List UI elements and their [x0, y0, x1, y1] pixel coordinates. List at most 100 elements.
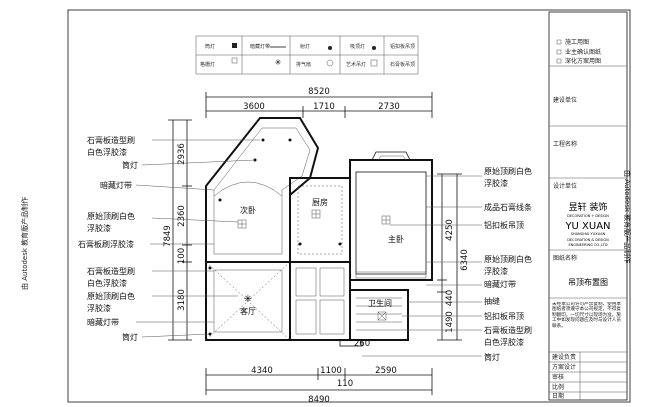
left-annotations: 石膏板造型刷 白色浮胶漆 筒灯 暗藏灯带 原始顶刷白色 浮胶漆 石膏板刷浮胶漆 …: [78, 135, 260, 342]
annotation: 成品石膏线条: [484, 202, 532, 212]
downlight-icon: [261, 138, 265, 142]
drawing-name: 吊顶布置图: [568, 277, 608, 287]
annotation: 暗藏灯带: [484, 279, 516, 289]
drawing-frame: [67, 9, 631, 403]
dim-right-total: 6340: [460, 249, 470, 271]
checkbox-icon: [556, 58, 562, 64]
fixtures: ✳: [208, 138, 391, 336]
chandelier-icon: ✳: [244, 294, 252, 305]
legend-label: 排气扇: [296, 61, 311, 68]
annotation: 暗藏灯带: [87, 317, 119, 327]
downlight-icon: [338, 242, 342, 246]
company-sub: DECORATION & DESIGN: [567, 238, 609, 242]
row-label: 日期: [552, 392, 564, 400]
floor-plan: [205, 117, 433, 347]
annotation: 原始顶刷白色: [87, 291, 135, 301]
project-label: 工程名称: [553, 140, 577, 148]
annotation: 原始顶刷白色: [87, 211, 135, 221]
bay-window: [371, 151, 411, 161]
legend-label: 暗藏灯带: [250, 43, 270, 50]
annotation: 筒灯: [484, 352, 500, 362]
ceiling-outline: [213, 127, 311, 255]
company-tagline: DECORATION + DESIGN: [567, 214, 609, 218]
row-label: 建设负责: [552, 353, 576, 361]
checkbox-icon: [556, 39, 562, 45]
annotation: 筒灯: [122, 160, 138, 170]
row-label: 方案设计: [552, 363, 576, 371]
annotation: 铝扣板吊顶: [484, 311, 524, 321]
legend-fan-icon: ✳: [275, 58, 282, 67]
dim-top-total: 8520: [308, 87, 330, 97]
ceiling-arc: [213, 181, 283, 197]
check-label: 业主确认图纸: [565, 48, 601, 56]
room-label-master-bedroom: 主卧: [388, 234, 404, 244]
project-name-label: 建设单位: [553, 96, 577, 104]
dim-left-seg: 2936: [177, 143, 187, 165]
dim-bottom-seg: 1100: [320, 366, 342, 376]
dim-left-seg: 3180: [177, 289, 187, 311]
annotation: 石膏板造型刷: [484, 325, 532, 335]
watermark-left: 由 Autodesk 教育版产品制作: [20, 197, 29, 290]
annotation: 浮胶漆: [87, 303, 111, 313]
dim-top-seg: 2730: [378, 102, 400, 112]
downlight-icon: [218, 198, 222, 202]
annotation: 铝扣板吊顶: [484, 220, 524, 230]
dim-right-seg: 1490: [445, 311, 455, 333]
dim-left-seg: 2360: [177, 205, 187, 227]
company-name-cn: 昱轩 装饰: [569, 201, 608, 213]
company-name-en: YU XUAN: [564, 221, 610, 232]
top-dimensions: 8520 3600 1710 2730: [205, 87, 433, 118]
checkbox-icon: [556, 49, 562, 55]
company-sub: SHANGHAI YUXUAN: [571, 232, 606, 236]
dim-top-seg: 3600: [243, 102, 265, 112]
wall-bathroom: [349, 289, 409, 341]
legend-grid-icon: [231, 57, 238, 64]
left-dimensions: 2936 2360 7849 100 3180: [163, 119, 192, 341]
row-label: 审核: [552, 373, 564, 381]
legend-label: 射灯: [300, 43, 310, 50]
bottom-dimensions: 4340 1100 2590 110 8490 260: [205, 339, 433, 405]
wall-kitchen: [289, 177, 351, 263]
company-label: 设计单位: [553, 182, 577, 190]
annotation: 原始顶刷白色: [484, 166, 532, 176]
check-label: 深化方案用图: [565, 57, 601, 65]
annotation: 原始顶刷白色: [484, 254, 532, 264]
legend-spot-icon: [328, 46, 332, 50]
legend-label: 石膏板吊顶: [390, 61, 415, 68]
legend-label: 铝扣板吊顶: [390, 43, 415, 50]
dim-bottom-seg: 2590: [375, 366, 397, 376]
downlight-icon: [208, 266, 212, 270]
room-label-living-room: 客厅: [240, 306, 256, 316]
dim-left-total: 7849: [163, 225, 173, 247]
downlight-icon: [298, 242, 302, 246]
room-label-kitchen: 厨房: [312, 197, 328, 207]
dim-left-seg: 100: [177, 248, 187, 264]
annotation: 浮胶漆: [484, 178, 508, 188]
wall-master-bedroom: [349, 159, 433, 281]
company-sub: ENGINEERING CO.,LTD: [568, 243, 607, 247]
room-label-secondary-bedroom: 次卧: [240, 205, 256, 215]
title-block-notes: 未经本公司许可严禁复制，使用本图纸者须遵守本公司规定，不得复制翻印。一切尺寸以现…: [552, 302, 621, 329]
exhaust-fan-icon: [377, 311, 387, 321]
room-label-bathroom: 卫生间: [368, 298, 392, 308]
right-dimensions: 4250 6340 440 1490: [437, 173, 470, 341]
annotation: 石膏板刷浮胶漆: [78, 239, 134, 249]
dim-bottom-seg: 4340: [251, 366, 273, 376]
annotation: 抽缝: [484, 296, 500, 306]
annotation: 暗藏灯带: [100, 180, 132, 190]
legend-box: ✳ 筒灯 格栅灯 暗藏灯带 射灯 排气扇 吸顶灯 艺术吊灯 铝扣板吊顶 石膏板吊…: [195, 35, 419, 75]
annotation: 白色浮胶漆: [87, 278, 127, 288]
annotation: 石膏板造型刷: [87, 135, 135, 145]
dim-bottom-total: 8490: [308, 395, 330, 405]
right-annotations: 原始顶刷白色 浮胶漆 成品石膏线条 铝扣板吊顶 原始顶刷白色 浮胶漆 暗藏灯带 …: [362, 166, 532, 362]
check-label: 施工用图: [565, 38, 589, 46]
legend-label: 筒灯: [205, 43, 215, 50]
diag-line: [205, 261, 291, 341]
legend-square-icon: [232, 43, 237, 48]
annotation: 白色浮胶漆: [484, 337, 524, 347]
legend-label: 格栅灯: [200, 61, 215, 68]
dim-right-seg: 440: [445, 290, 455, 306]
legend-label: 艺术吊灯: [346, 61, 366, 68]
watermark-right: 由 Autodesk 教育版产品制作: [623, 170, 632, 263]
